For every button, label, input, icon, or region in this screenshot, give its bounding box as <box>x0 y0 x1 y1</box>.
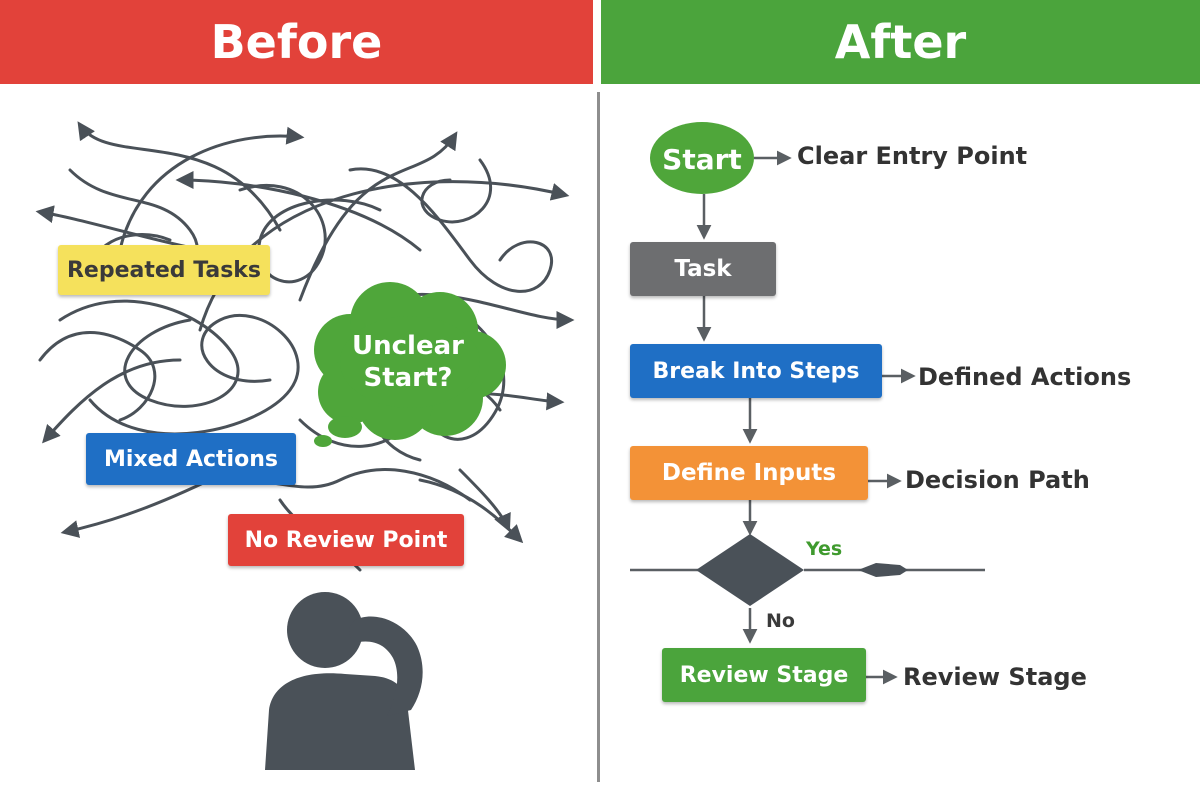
no-label: No <box>766 610 795 632</box>
flowchart-connectors <box>630 122 985 685</box>
review-stage-box-label: Review Stage <box>679 662 849 688</box>
defined-actions-label: Defined Actions <box>918 363 1132 391</box>
repeated-tasks-label: Repeated Tasks <box>66 257 262 283</box>
unclear-start-text: Unclear Start? <box>332 330 484 394</box>
review-stage-label: Review Stage <box>903 663 1087 691</box>
break-into-steps-label: Break Into Steps <box>652 358 860 384</box>
thought-cloud <box>314 282 506 447</box>
clear-entry-point-label: Clear Entry Point <box>797 142 1028 170</box>
mixed-actions-box: Mixed Actions <box>86 433 296 485</box>
tangle-line <box>418 478 524 544</box>
confused-person-icon <box>265 592 423 770</box>
start-node-label: Start <box>662 142 742 176</box>
tangle-line <box>420 158 493 224</box>
define-inputs-box: Define Inputs <box>630 446 868 500</box>
review-stage-box: Review Stage <box>662 648 866 702</box>
repeated-tasks-box: Repeated Tasks <box>58 245 270 295</box>
center-divider <box>597 92 600 782</box>
after-title: After <box>834 15 967 69</box>
decision-pointer <box>858 563 908 577</box>
tangle-line <box>38 331 157 422</box>
mixed-actions-label: Mixed Actions <box>104 446 278 472</box>
unclear-start-line1: Unclear <box>352 331 464 361</box>
before-header: Before <box>0 0 593 84</box>
break-into-steps-box: Break Into Steps <box>630 344 882 398</box>
tangle-line <box>58 299 240 408</box>
tangle-line <box>238 183 382 284</box>
tangle-line <box>348 167 554 293</box>
no-review-point-box: No Review Point <box>228 514 464 566</box>
tangle-line <box>77 121 282 232</box>
decision-path-label: Decision Path <box>905 466 1090 494</box>
no-review-point-label: No Review Point <box>244 527 448 553</box>
start-node <box>650 122 754 194</box>
tangle-line <box>118 126 305 252</box>
define-inputs-label: Define Inputs <box>661 460 837 486</box>
decision-diamond <box>696 534 804 606</box>
task-label: Task <box>674 256 732 282</box>
tangle-line <box>42 358 182 444</box>
unclear-start-line2: Start? <box>363 363 453 393</box>
yes-label: Yes <box>806 538 843 560</box>
tangle-line <box>458 468 511 533</box>
before-title: Before <box>210 15 383 69</box>
after-header: After <box>601 0 1200 84</box>
task-box: Task <box>630 242 776 296</box>
